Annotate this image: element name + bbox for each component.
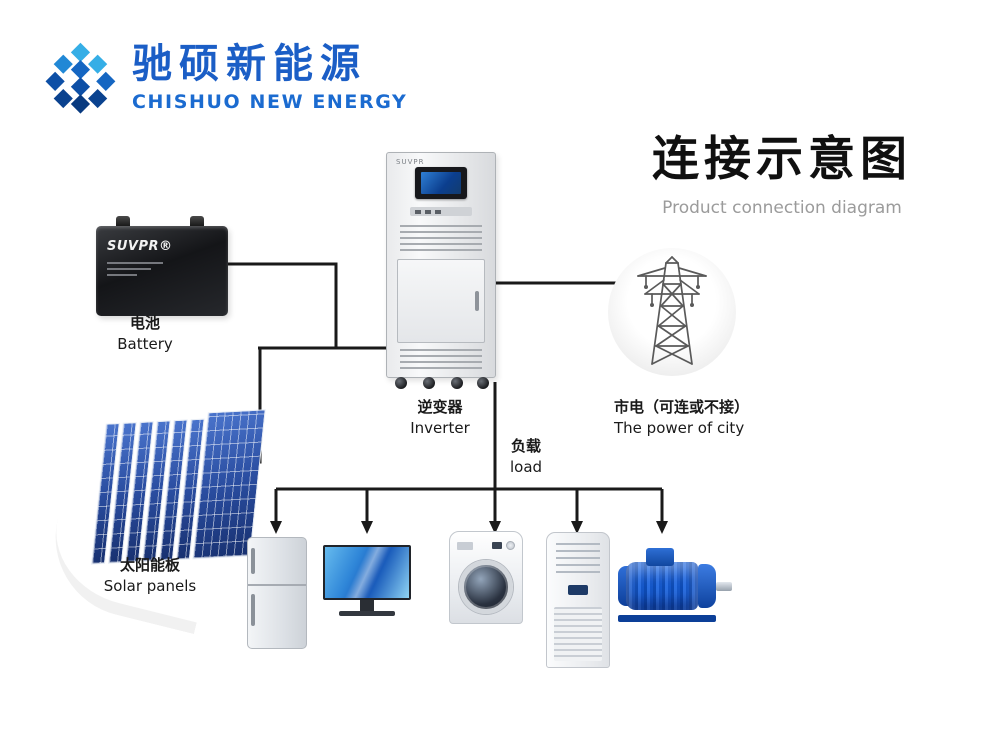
load-label-cn: 负载 [510,437,541,455]
washing-machine-illustration [449,531,523,624]
inverter-door-handle [475,291,479,311]
washer-knob [506,541,515,550]
refrigerator-door-split [248,584,306,586]
page-title-block: 连接示意图 Product connection diagram [632,120,932,218]
motor-shaft [716,582,732,591]
inverter-door [397,259,485,343]
battery-body: SUVPR® [96,226,228,316]
solar-label: 太阳能板 Solar panels [85,556,215,596]
motor-front-cap [698,564,716,608]
solar-panels-illustration [91,404,266,565]
arrowhead-refrigerator [270,521,282,534]
brand-header: 驰硕新能源 CHISHUO NEW ENERGY [42,42,407,118]
washer-display [492,542,502,549]
city-power-illustration [608,248,736,376]
inverter-screen [415,167,467,199]
solar-label-cn: 太阳能板 [119,556,180,574]
battery-terminal [116,216,130,228]
inverter-label: 逆变器 Inverter [380,398,500,438]
inverter-vents-top [400,225,482,253]
page-title: 连接示意图 [652,132,912,187]
battery-print-line [107,262,163,264]
inverter-illustration: SUVPR [386,152,496,389]
inverter-label-cn: 逆变器 [417,398,463,416]
battery-illustration: SUVPR® [96,216,228,316]
aircon-display [568,585,588,595]
computer-monitor-illustration [323,545,411,616]
load-label: 负载 load [503,437,549,477]
solar-label-en: Solar panels [103,576,197,595]
aircon-bottom-grille [554,607,602,661]
refrigerator-illustration [247,537,307,649]
battery-print-line [107,274,137,276]
load-label-en: load [509,457,543,476]
battery-terminal [190,216,204,228]
motor-base [618,615,716,622]
inverter-label-en: Inverter [410,418,470,437]
city-power-label-en: The power of city [614,418,745,437]
city-power-label-cn: 市电（可连或不接） [614,398,750,416]
washer-detergent-drawer [457,541,473,550]
transmission-tower-icon [637,256,707,365]
brand-name-en: CHISHUO NEW ENERGY [132,91,408,113]
brand-names: 驰硕新能源 CHISHUO NEW ENERGY [132,42,407,113]
battery-label-cn: 电池 [129,314,160,332]
monitor-screen [323,545,411,600]
arrowhead-monitor [361,521,373,534]
inverter-wheel [451,377,463,389]
inverter-screen-display [421,172,461,194]
inverter-wheel [423,377,435,389]
page-subtitle: Product connection diagram [662,198,902,218]
battery-print-line [107,268,151,270]
washer-door [459,560,513,614]
air-conditioner-illustration [546,532,610,668]
monitor-base [339,611,395,616]
inverter-brand-text: SUVPR [396,158,425,166]
wire-battery-to-bus [228,262,338,349]
inverter-wheel [395,377,407,389]
refrigerator-handle [251,548,255,574]
battery-label: 电池 Battery [80,314,210,354]
city-power-label: 市电（可连或不接） The power of city [614,398,789,438]
battery-label-en: Battery [117,334,173,353]
battery-brand-text: SUVPR® [107,239,173,254]
motor-body [626,562,698,610]
inverter-wheel [477,377,489,389]
washer-control-panel [457,539,515,552]
inverter-control-panel [410,207,472,216]
motor-junction-box [646,548,674,566]
inverter-vents-bottom [400,349,482,369]
refrigerator-handle [251,594,255,626]
arrowhead-motor [656,521,668,534]
monitor-stand [360,600,374,611]
brand-name-cn: 驰硕新能源 [132,41,367,87]
chishuo-logo-icon [45,42,116,114]
electric-motor-illustration [614,548,734,622]
aircon-top-vents [556,543,600,575]
